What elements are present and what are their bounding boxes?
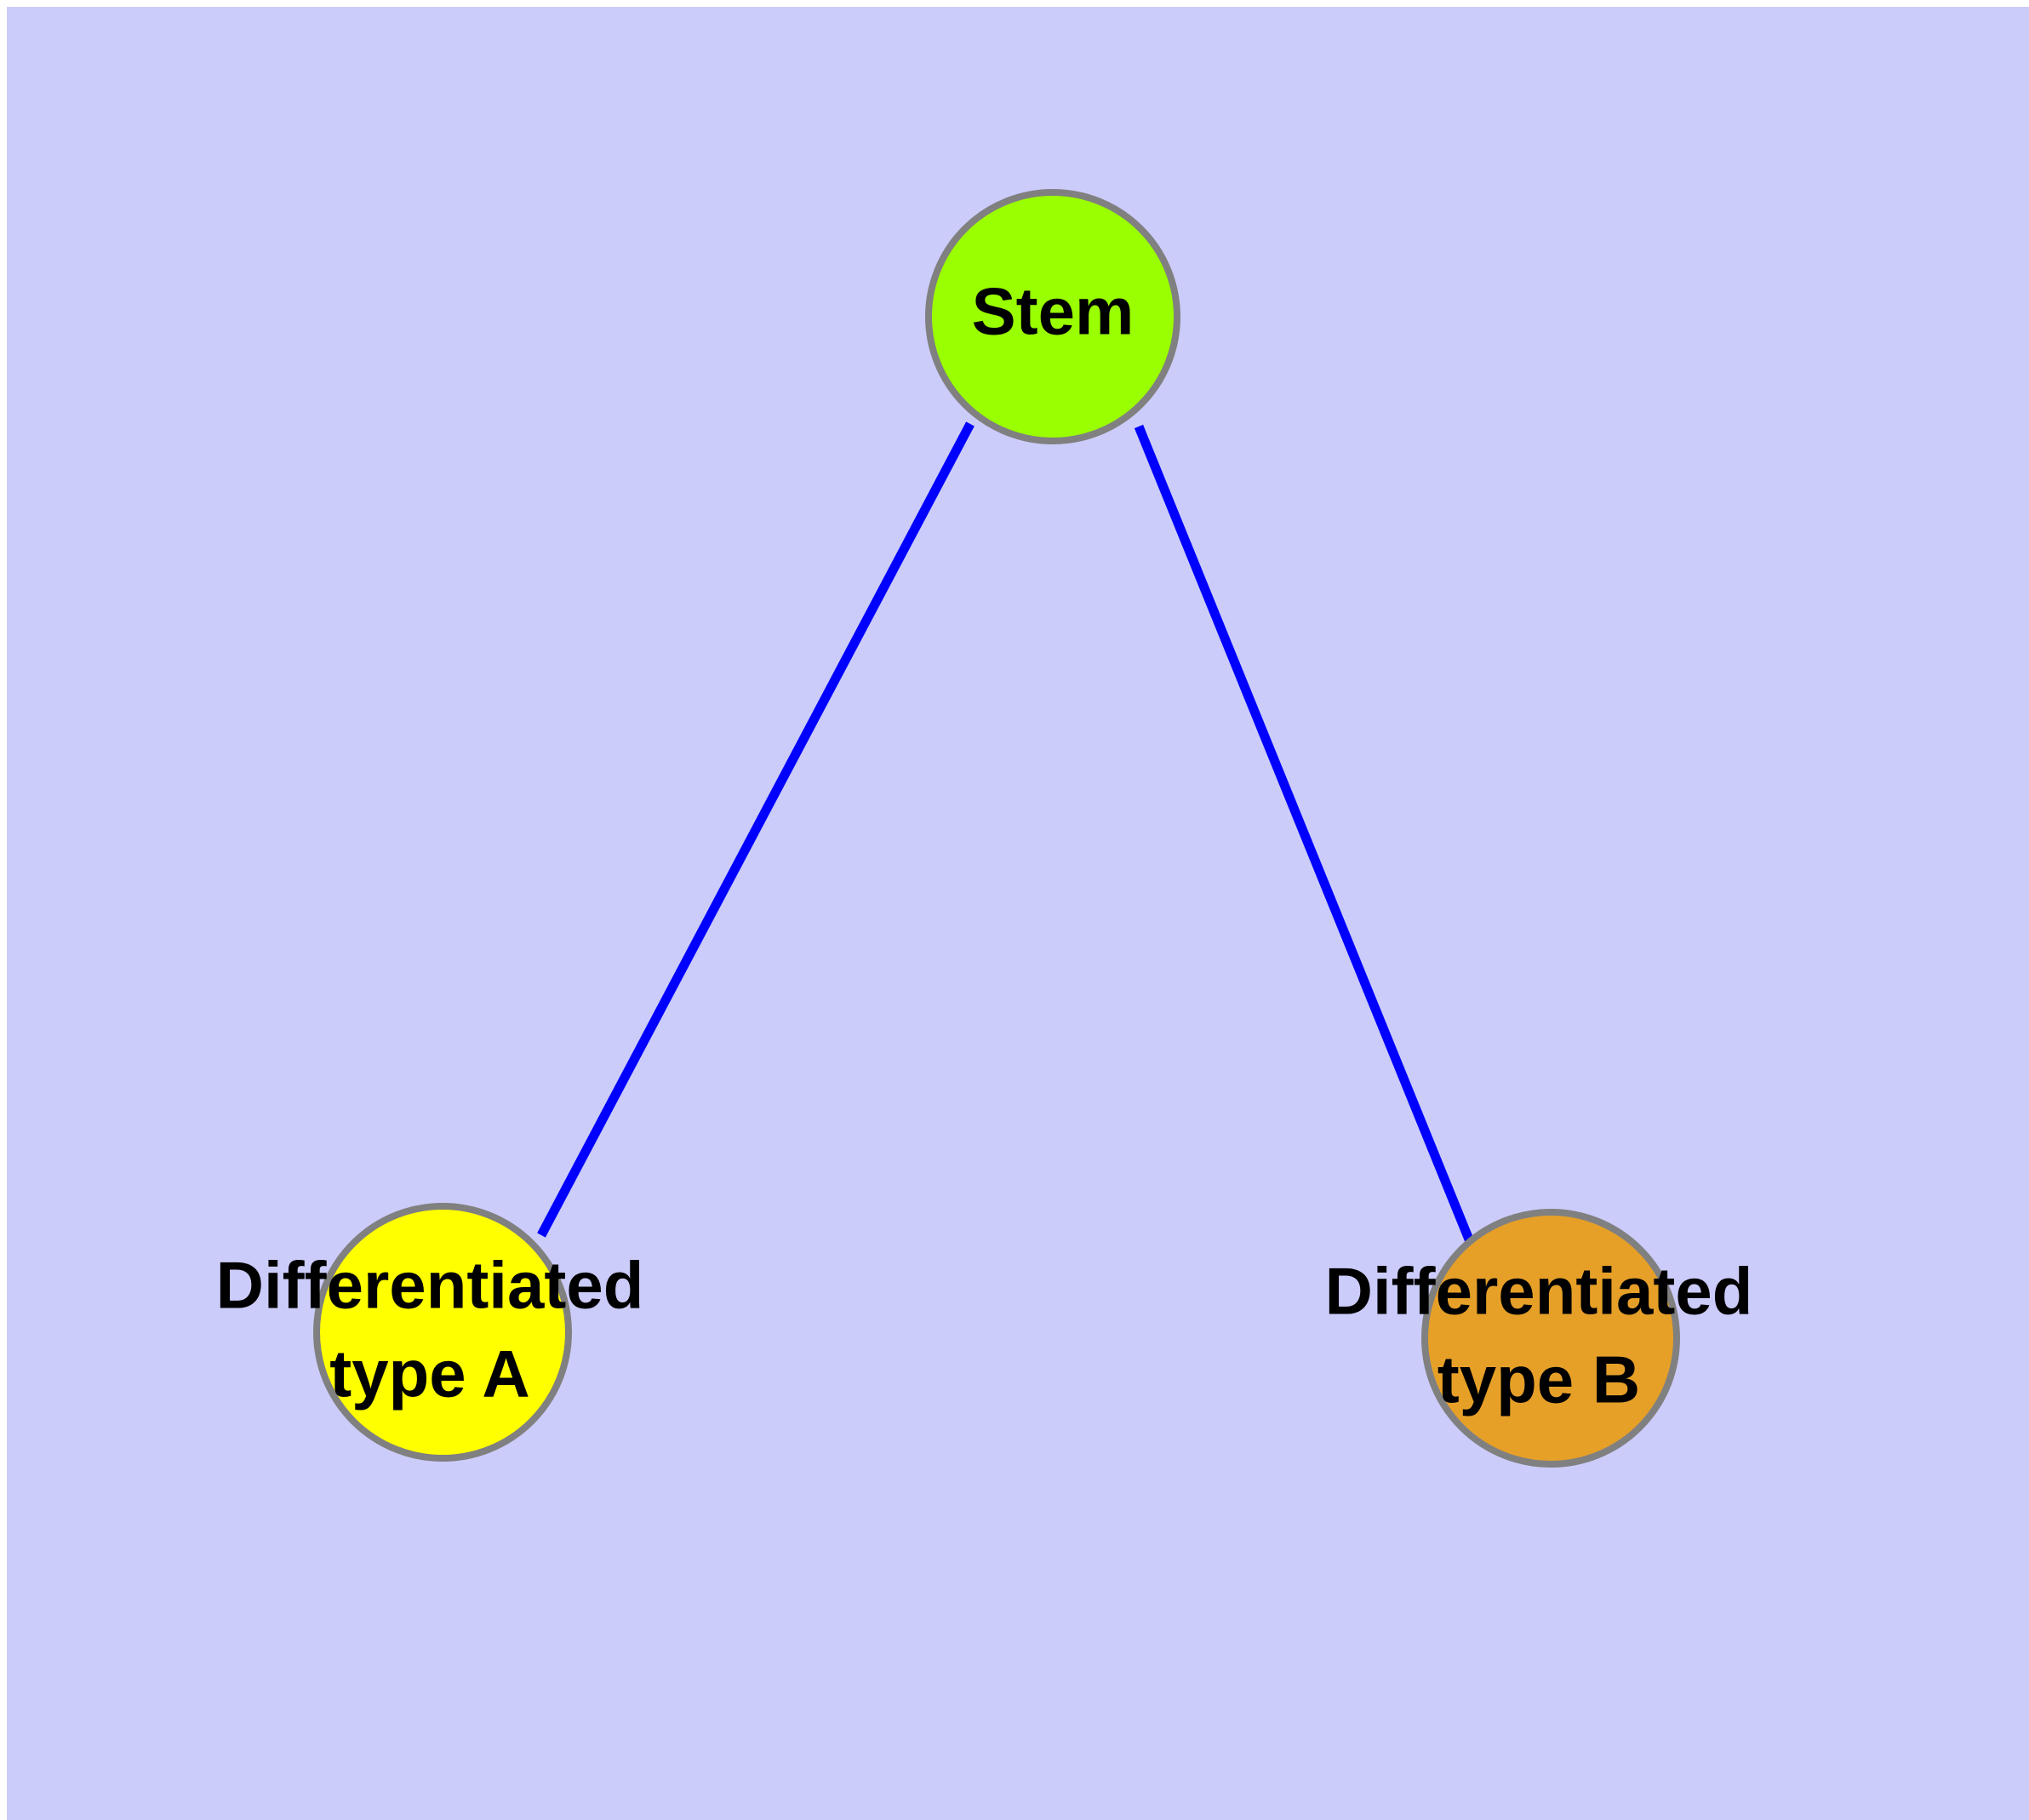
edge-stem-diff-b[interactable] [1134, 424, 1474, 1242]
node-differentiated-type-a[interactable] [313, 1203, 572, 1462]
node-label-stem: Stem [972, 274, 1135, 349]
diagram-plot-area: Stem Differentiated type A Differentiate… [7, 7, 2029, 1820]
edge-stem-diff-a[interactable] [537, 421, 974, 1238]
network-graph: Stem Differentiated type A Differentiate… [216, 189, 1753, 1468]
node-label-differentiated-type-b-line2: type B [1437, 1342, 1640, 1417]
node-label-differentiated-type-b-line1: Differentiated [1325, 1254, 1753, 1329]
node-layer [313, 189, 1680, 1468]
edge-layer [537, 421, 1474, 1242]
node-differentiated-type-b[interactable] [1421, 1209, 1680, 1468]
node-stem[interactable] [925, 189, 1180, 444]
node-label-differentiated-type-a-line2: type A [329, 1336, 530, 1411]
label-layer: Stem Differentiated type A Differentiate… [216, 274, 1753, 1417]
node-label-differentiated-type-a-line1: Differentiated [216, 1248, 644, 1323]
